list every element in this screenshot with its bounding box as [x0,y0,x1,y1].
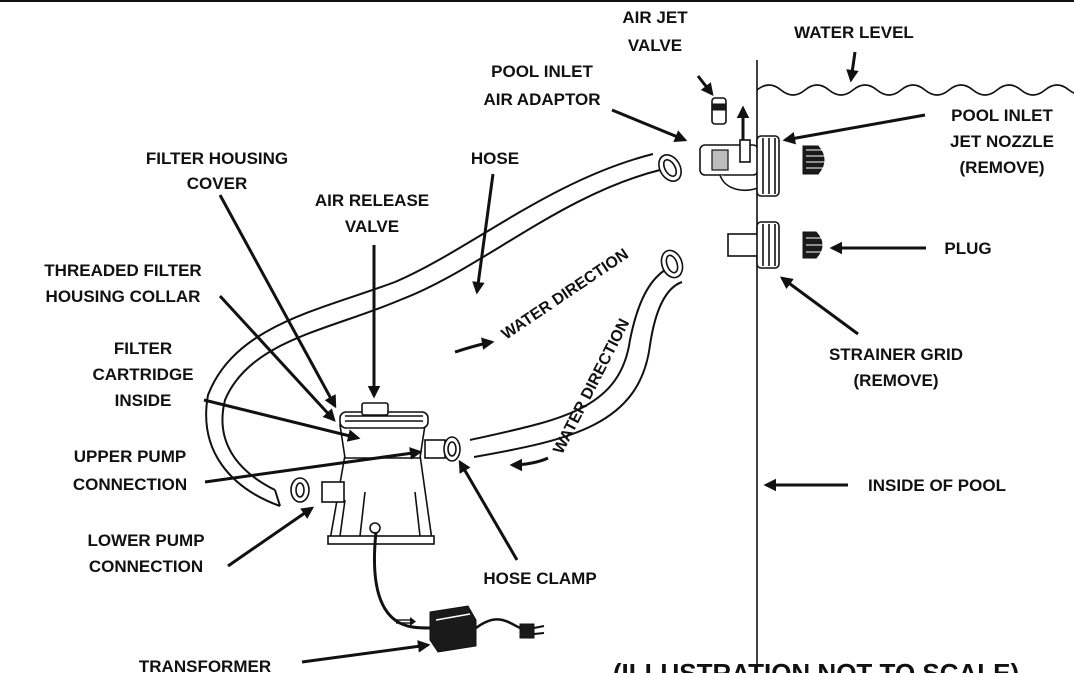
svg-text:INSIDE: INSIDE [115,391,172,410]
svg-text:VALVE: VALVE [345,217,399,236]
svg-text:UPPER PUMP: UPPER PUMP [74,447,186,466]
svg-text:FILTER: FILTER [114,339,172,358]
leader-arrows [203,51,926,664]
water-direction-arrow-upper [454,337,495,354]
transformer-icon [429,605,477,653]
label-air-release-valve: AIR RELEASE VALVE [315,191,429,236]
label-hose: HOSE [471,149,519,168]
label-threaded-filter-housing-collar: THREADED FILTER HOUSING COLLAR [44,261,201,306]
label-air-jet-valve: AIR JET VALVE [622,8,688,55]
label-pool-inlet-jet-nozzle: POOL INLET JET NOZZLE (REMOVE) [950,106,1054,177]
hose-clamp-upper [658,154,682,182]
plug-icon [802,231,826,259]
svg-text:POOL INLET: POOL INLET [951,106,1053,125]
hose-clamp-pump-lower [290,477,310,503]
svg-text:CONNECTION: CONNECTION [73,475,187,494]
label-upper-pump-connection: UPPER PUMP CONNECTION [73,447,187,494]
label-not-to-scale: (ILLUSTRATION NOT TO SCALE) [613,658,1019,673]
svg-text:FILTER HOUSING: FILTER HOUSING [146,149,288,168]
svg-text:POOL INLET: POOL INLET [491,62,593,81]
pool-inlet-air-adaptor [699,139,766,191]
svg-text:THREADED FILTER: THREADED FILTER [44,261,201,280]
svg-text:AIR RELEASE: AIR RELEASE [315,191,429,210]
upper-hose [205,153,661,507]
label-plug: PLUG [944,239,991,258]
label-pool-inlet-air-adaptor: POOL INLET AIR ADAPTOR [483,62,600,109]
lower-hose [469,269,683,458]
label-lower-pump-connection: LOWER PUMP CONNECTION [87,531,204,576]
label-inside-of-pool: INSIDE OF POOL [868,476,1006,495]
svg-text:JET NOZZLE: JET NOZZLE [950,132,1054,151]
label-water-level: WATER LEVEL [794,23,914,42]
svg-text:STRAINER GRID: STRAINER GRID [829,345,963,364]
svg-text:AIR JET: AIR JET [622,8,688,27]
cord-arrow-icon [396,617,416,626]
label-strainer-grid: STRAINER GRID (REMOVE) [829,345,963,390]
transformer-cord [475,618,526,632]
power-cord [373,531,431,630]
plug-prongs-icon [519,623,545,639]
label-filter-cartridge-inside: FILTER CARTRIDGE INSIDE [92,339,193,410]
water-direction-lower: WATER DIRECTION [550,316,633,457]
water-surface-wave [756,84,1074,96]
svg-text:CARTRIDGE: CARTRIDGE [92,365,193,384]
svg-text:AIR ADAPTOR: AIR ADAPTOR [483,90,600,109]
label-transformer: TRANSFORMER [139,657,271,673]
air-jet-valve-icon [711,97,727,125]
svg-text:VALVE: VALVE [628,36,682,55]
hose-clamp-lower-right [660,249,684,279]
filter-pump [321,402,446,545]
jet-nozzle-icon [802,145,827,175]
pool-inlet-fitting [756,135,780,197]
water-direction-arrow-lower [509,456,549,472]
svg-text:CONNECTION: CONNECTION [89,557,203,576]
svg-text:COVER: COVER [187,174,247,193]
hose-clamp-pump-upper [443,436,461,462]
svg-text:HOUSING COLLAR: HOUSING COLLAR [46,287,201,306]
strainer-grid [727,221,780,269]
svg-text:(REMOVE): (REMOVE) [960,158,1045,177]
svg-text:LOWER PUMP: LOWER PUMP [87,531,204,550]
label-hose-clamp: HOSE CLAMP [483,569,596,588]
label-filter-housing-cover: FILTER HOUSING COVER [146,149,288,193]
svg-text:(REMOVE): (REMOVE) [854,371,939,390]
